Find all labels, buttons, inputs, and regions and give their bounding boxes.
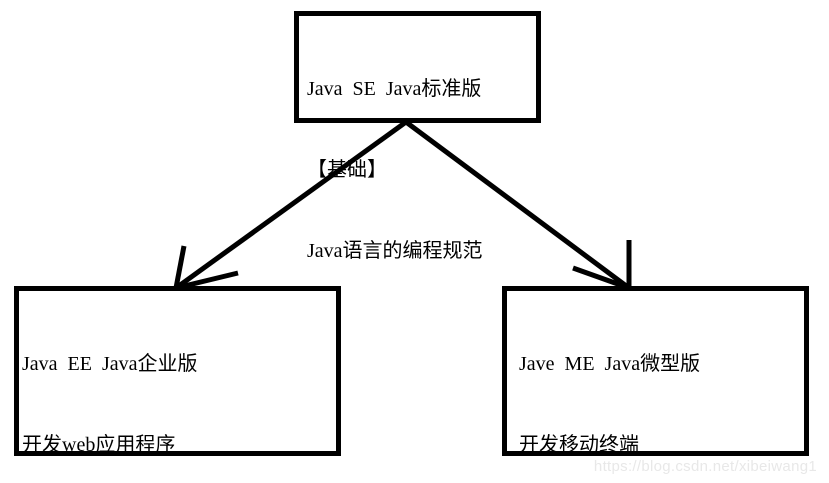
node-java-se[interactable]: Java SE Java标准版 【基础】 Java语言的编程规范 [294, 11, 541, 262]
node-java-ee-line-1: Java EE Java企业版 [22, 353, 198, 375]
node-java-ee-text: Java EE Java企业版 开发web应用程序 云计算 服务器 [19, 291, 336, 483]
node-java-me[interactable]: Jave ME Java微型版 开发移动终端 Android应用 [502, 286, 809, 456]
node-java-me-text: Jave ME Java微型版 开发移动终端 Android应用 [507, 291, 804, 483]
node-java-me-line-2: 开发移动终端 [519, 434, 639, 456]
node-java-ee-line-2: 开发web应用程序 [22, 434, 176, 456]
node-java-se-text: Java SE Java标准版 【基础】 Java语言的编程规范 [299, 16, 536, 319]
node-java-me-line-1: Jave ME Java微型版 [519, 353, 701, 375]
node-java-se-line-2: 【基础】 [307, 159, 387, 181]
watermark-text: https://blog.csdn.net/xibeiwang1 [593, 458, 817, 475]
node-java-ee[interactable]: Java EE Java企业版 开发web应用程序 云计算 服务器 [14, 286, 341, 456]
node-java-se-line-3: Java语言的编程规范 [307, 240, 483, 262]
node-java-se-line-1: Java SE Java标准版 [307, 78, 482, 100]
